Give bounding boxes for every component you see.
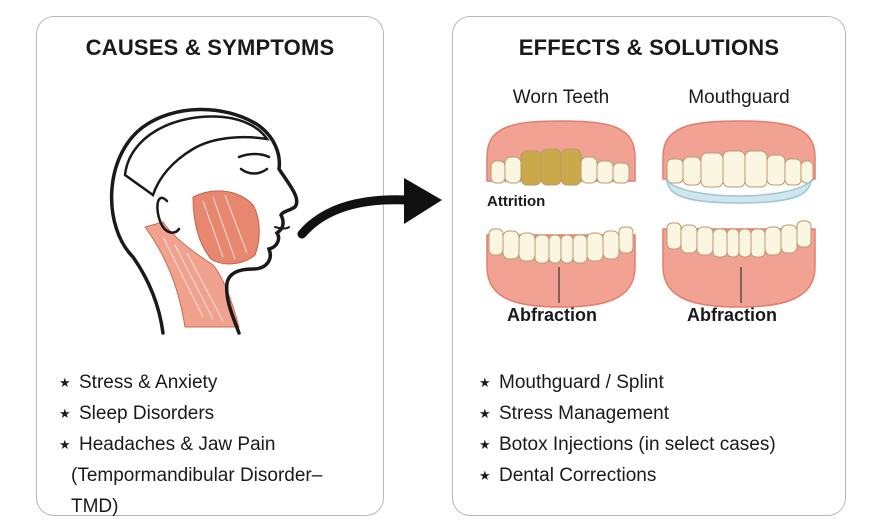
list-item: ★Mouthguard / Splint xyxy=(479,367,776,398)
bullet-star-icon: ★ xyxy=(59,437,71,452)
effects-solutions-panel: EFFECTS & SOLUTIONS Worn Teeth Mouthguar… xyxy=(452,16,846,516)
causes-symptoms-panel: CAUSES & SYMPTOMS ★Stress & Anxiety ★Sle… xyxy=(36,16,384,517)
mouthguard-title: Mouthguard xyxy=(688,87,790,108)
solutions-list: ★Mouthguard / Splint ★Stress Management … xyxy=(479,367,776,491)
hair xyxy=(123,115,270,198)
list-item: ★Dental Corrections xyxy=(479,460,776,491)
worn-teeth-title: Worn Teeth xyxy=(512,87,610,108)
curved-arrow-icon xyxy=(297,178,442,239)
mouth xyxy=(274,226,290,230)
head-muscle-illustration xyxy=(109,107,299,335)
list-item: ★Headaches & Jaw Pain xyxy=(59,429,322,460)
back-of-neck xyxy=(131,255,165,335)
jaw-muscle xyxy=(192,190,260,265)
list-item-continuation-2: TMD) xyxy=(71,496,119,517)
bullet-star-icon: ★ xyxy=(479,375,491,390)
bullet-star-icon: ★ xyxy=(479,406,491,421)
panel-title-causes: CAUSES & SYMPTOMS xyxy=(85,35,335,60)
abfraction-label-right: Abfraction xyxy=(687,305,777,325)
list-item: ★Sleep Disorders xyxy=(59,398,322,429)
closed-eye xyxy=(239,167,269,175)
list-item: ★Botox Injections (in select cases) xyxy=(479,429,776,460)
head-outline xyxy=(109,107,299,335)
list-item: ★Stress Management xyxy=(479,398,776,429)
list-item-continuation: (Tempormandibular Disorder– xyxy=(71,465,323,486)
mouthguard-tray xyxy=(665,178,813,204)
list-item: ★Stress & Anxiety xyxy=(59,367,322,398)
worn-teeth-illustration xyxy=(486,120,636,308)
panel-title-effects: EFFECTS & SOLUTIONS xyxy=(518,35,780,60)
ear xyxy=(156,196,181,234)
abfraction-label-left: Abfraction xyxy=(507,305,597,325)
causes-list: ★Stress & Anxiety ★Sleep Disorders ★Head… xyxy=(59,367,322,522)
bullet-star-icon: ★ xyxy=(59,375,71,390)
attrition-label: Attrition xyxy=(487,193,546,210)
mouthguard-illustration xyxy=(662,120,816,308)
bullet-star-icon: ★ xyxy=(479,468,491,483)
lower-teeth xyxy=(666,220,812,258)
muscle-fibers xyxy=(162,194,248,322)
lower-teeth xyxy=(488,226,634,264)
bullet-star-icon: ★ xyxy=(59,406,71,421)
eyebrow xyxy=(237,152,271,159)
upper-teeth xyxy=(490,148,630,186)
upper-teeth xyxy=(666,150,814,188)
bullet-star-icon: ★ xyxy=(479,437,491,452)
